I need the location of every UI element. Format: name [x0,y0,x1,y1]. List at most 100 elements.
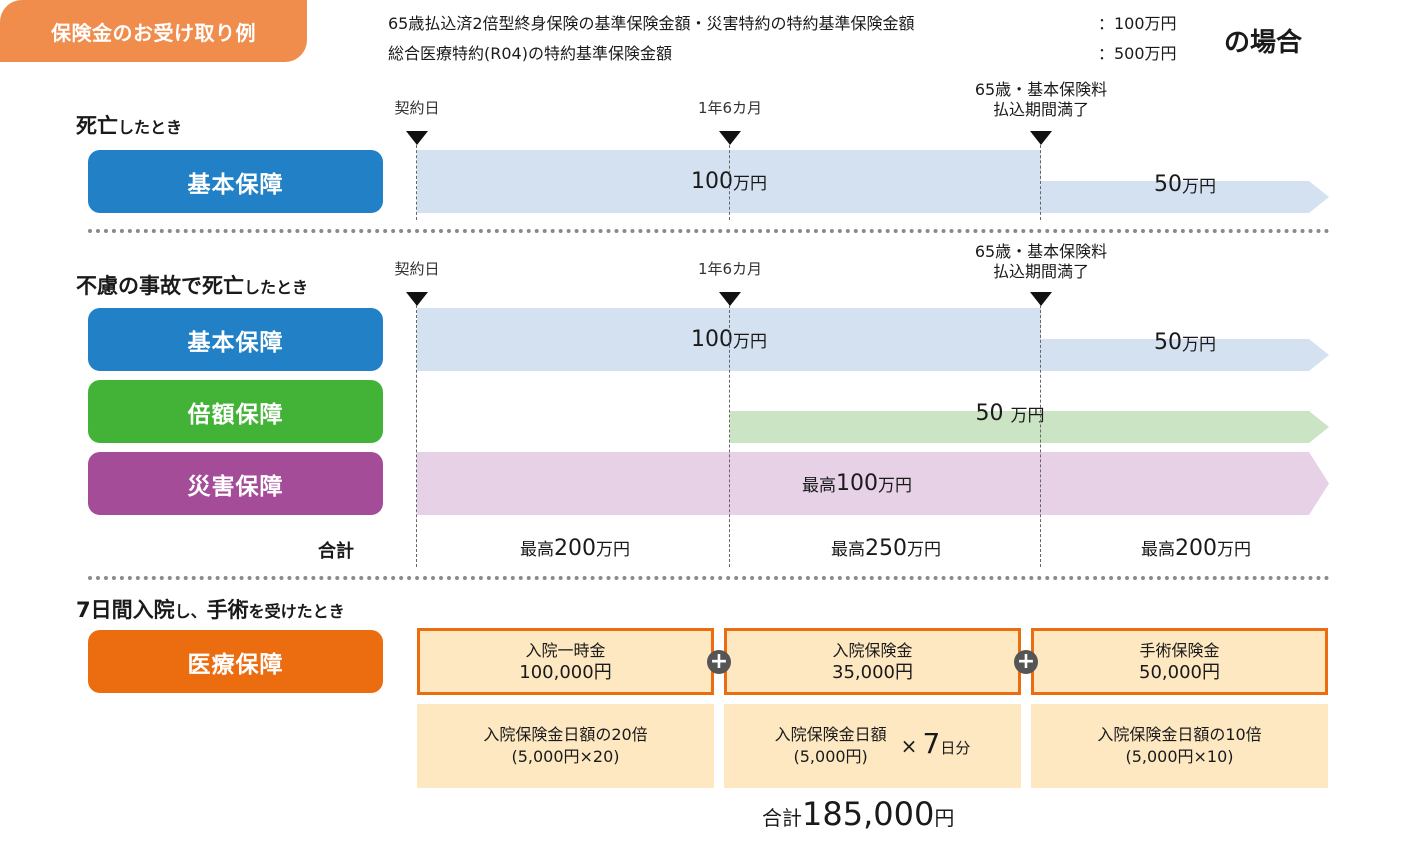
title-bold: 死亡 [76,114,118,138]
contract-marker-icon [406,292,428,306]
case-suffix: の場合 [1224,28,1303,58]
milestone-marker-icon [719,131,741,145]
death-section-title: 死亡したとき [76,110,182,140]
benefit-name: 入院一時金 [525,640,606,660]
benefit-hospital-lump-sum: 入院一時金 100,000円 [417,628,714,695]
condition-line-2: 総合医療特約(R04)の特約基準保険金額 [388,40,672,64]
age65-line2: 払込期間満了 [992,262,1089,281]
amount: 100 [691,327,733,352]
unit: 万円 [733,174,767,194]
category-disaster: 災害保障 [88,452,383,515]
bar-basic-after65 [1041,181,1329,213]
calc-base: 入院保険金日額 (5,000円) [775,724,887,768]
title-rest: したとき [244,278,309,297]
age65-marker-icon [1030,131,1052,145]
calc-hospital-lump-sum: 入院保険金日額の20倍 (5,000円×20) [417,704,714,788]
amount: 100 [691,169,733,194]
calc-line: (5,000円) [793,747,868,766]
unit: 万円 [1182,176,1216,197]
category-medical: 医療保障 [88,630,383,693]
contract-day-label: 契約日 [394,99,440,117]
unit: 万円 [878,476,912,496]
bar-basic-after65 [1041,339,1329,371]
calc-multiplier: × 7日分 [900,730,971,759]
unit: 万円 [1010,405,1045,426]
title-rest: したとき [118,118,183,137]
calc-line: 入院保険金日額の10倍 [1097,725,1262,744]
benefit-amount: 50,000円 [1139,661,1220,683]
calc-surgery: 入院保険金日額の10倍 (5,000円×10) [1031,704,1328,788]
condition-value-1: ：100万円 [1098,14,1177,33]
benefit-hospitalization: 入院保険金 35,000円 [724,628,1021,695]
age65-guide-line [1040,145,1041,220]
section-divider [88,576,1330,580]
title-part: を受けたとき [248,602,345,621]
amount: 100 [836,471,878,496]
total-period-3: 最高200万円 [1141,535,1251,561]
example-tab: 保険金のお受け取り例 [0,0,307,62]
plus-icon: + [707,650,731,674]
age65-guide-line [1040,305,1041,567]
times-sign: × [900,734,918,758]
days-unit: 日分 [940,739,971,757]
contract-guide-line [416,145,417,220]
one-year-six-months-label: 1年6カ月 [697,260,763,278]
unit: 万円 [596,540,630,560]
milestone-guide-line [729,305,730,567]
age65-marker-icon [1030,292,1052,306]
calc-line: 入院保険金日額 [774,725,887,744]
benefit-surgery: 手術保険金 50,000円 [1031,628,1328,695]
amount: 250 [865,536,907,561]
prefix: 最高 [520,540,554,560]
calc-hospitalization: 入院保険金日額 (5,000円) × 7日分 [724,704,1021,788]
unit: 万円 [1217,540,1251,560]
prefix: 最高 [831,540,865,560]
section-divider [88,229,1330,233]
calc-line: 入院保険金日額の20倍 [483,725,648,744]
benefit-name: 手術保険金 [1139,640,1220,660]
age65-line1: 65歳・基本保険料 [974,242,1108,261]
bar-double [730,411,1329,443]
amount: 50 [1154,329,1182,355]
age65-label: 65歳・基本保険料 払込期間満了 [975,242,1107,282]
amount: 200 [1175,536,1217,561]
benefit-amount: 100,000円 [519,661,612,683]
condition-line-1: 65歳払込済2倍型終身保険の基準保険金額・災害特約の特約基準保険金額 [388,10,915,34]
category-basic: 基本保障 [88,308,383,371]
contract-guide-line [416,305,417,567]
contract-day-label: 契約日 [394,260,440,278]
one-year-six-months-label: 1年6カ月 [697,99,763,117]
title-part: 7日間入院 [76,598,175,622]
milestone-marker-icon [719,292,741,306]
amount: 185,000 [802,795,935,833]
unit: 万円 [733,332,767,352]
amount: 50 [1154,171,1182,197]
bar-double-label: 50 万円 [730,395,1290,431]
benefit-name: 入院保険金 [832,640,913,660]
prefix: 合計 [762,806,802,830]
title-part: 手術 [206,598,249,622]
milestone-guide-line [729,145,730,220]
plus-icon: + [1014,650,1038,674]
medical-grand-total: 合計185,000円 [762,795,954,833]
age65-label: 65歳・基本保険料 払込期間満了 [975,80,1107,120]
unit: 万円 [1182,334,1216,355]
condition-label: 総合医療特約(R04)の特約基準保険金額 [388,44,672,63]
category-double: 倍額保障 [88,380,383,443]
prefix: 最高 [802,476,836,496]
calc-line: (5,000円×10) [1125,747,1234,766]
age65-line1: 65歳・基本保険料 [974,80,1108,99]
total-period-1: 最高200万円 [520,535,630,561]
calc-line: (5,000円×20) [511,747,620,766]
unit: 万円 [907,540,941,560]
category-basic: 基本保障 [88,150,383,213]
amount: 200 [554,536,596,561]
benefit-amount: 35,000円 [832,661,913,683]
total-period-2: 最高250万円 [831,535,941,561]
accident-section-title: 不慮の事故で死亡したとき [76,270,308,300]
title-bold: 不慮の事故で死亡 [76,274,244,298]
age65-line2: 払込期間満了 [992,100,1089,119]
